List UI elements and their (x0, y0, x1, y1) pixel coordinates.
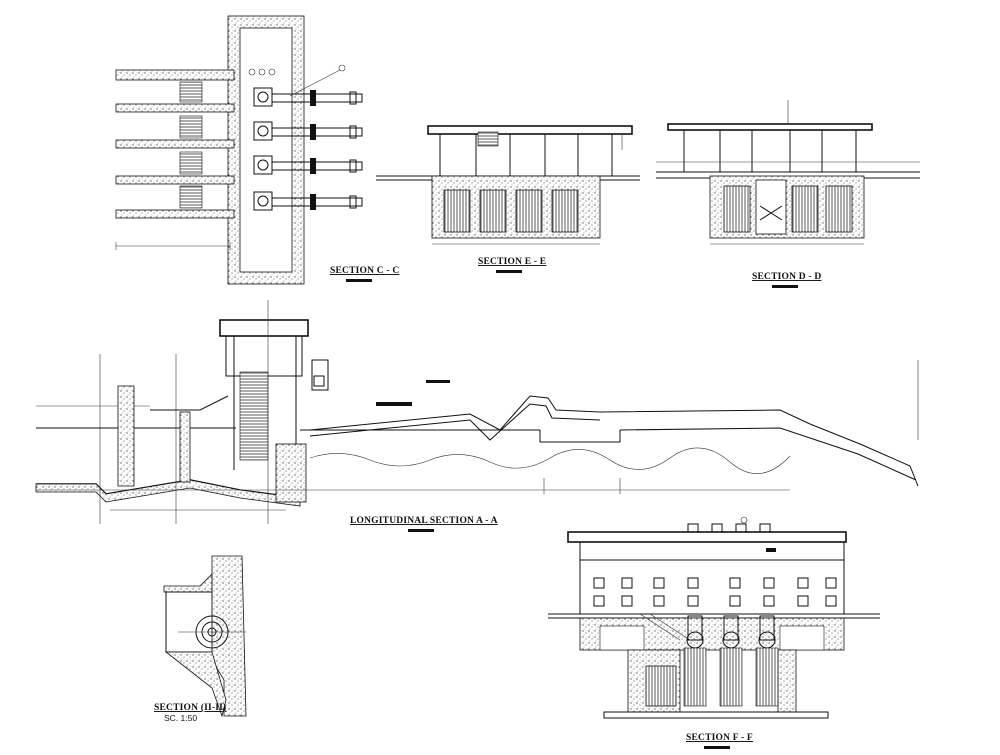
section-d-d-drawing (656, 100, 920, 245)
longitudinal-section-drawing (35, 300, 919, 524)
section-c-c-drawing (115, 15, 363, 285)
section-f-f-drawing (548, 516, 880, 719)
section-d-d-title: SECTION D - D (752, 272, 821, 282)
section-c-c-title: SECTION C - C (330, 266, 399, 276)
section-ii-ii-drawing (163, 555, 247, 718)
section-e-e-title: SECTION E - E (478, 257, 546, 267)
longitudinal-section-title: LONGITUDINAL SECTION A - A (350, 516, 498, 526)
section-f-f-title: SECTION F - F (686, 733, 753, 743)
section-e-e-drawing (376, 125, 640, 245)
section-ii-ii-scale: SC. 1:50 (164, 713, 197, 723)
section-ii-ii-title: SECTION (II-II) (154, 702, 226, 713)
